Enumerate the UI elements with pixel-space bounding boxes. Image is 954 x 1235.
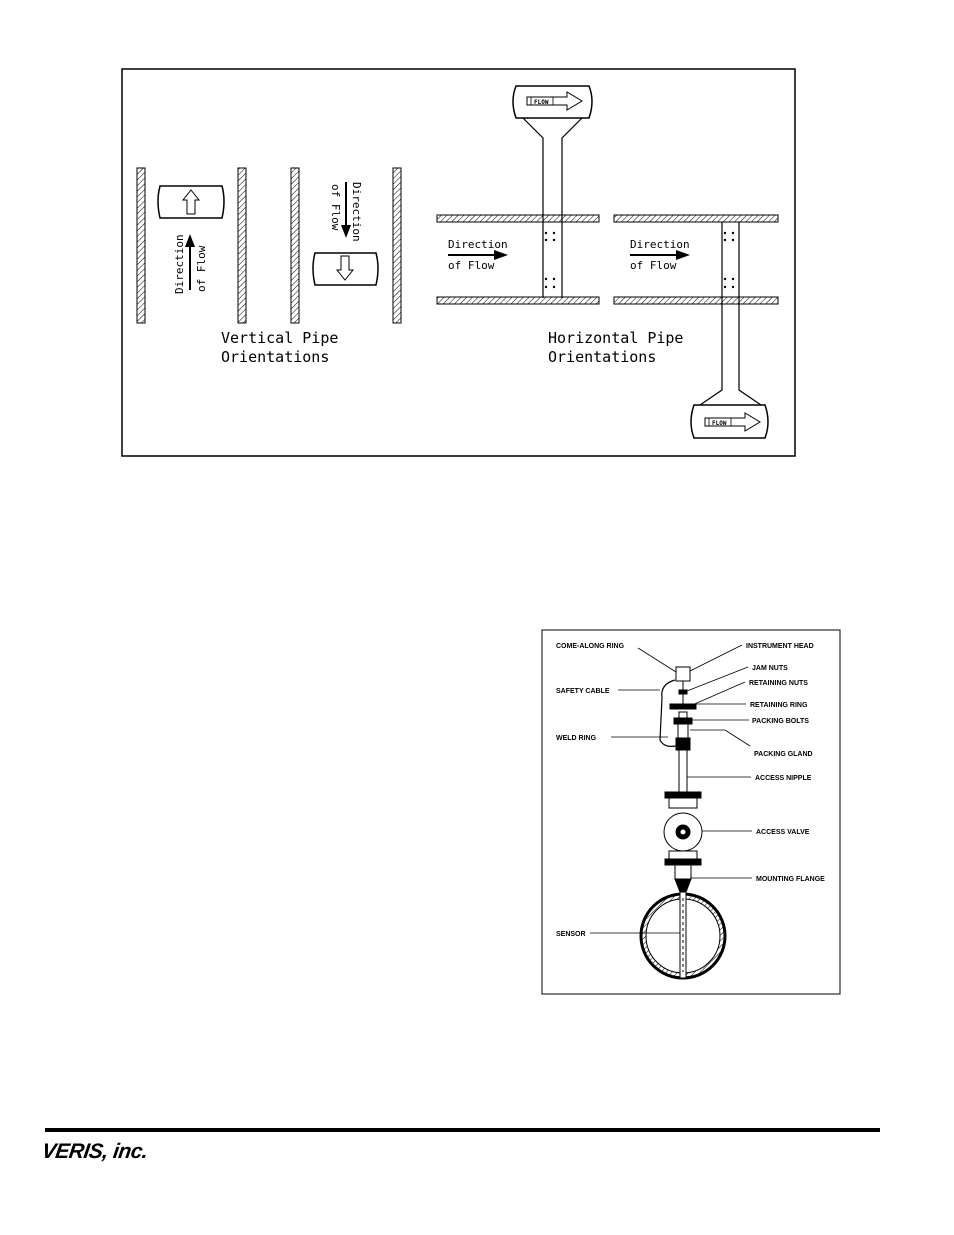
callout-access-nipple: ACCESS NIPPLE [755,775,812,782]
callout-retaining-nuts: RETAINING NUTS [749,680,808,687]
arrow-up-icon [185,234,195,290]
arrow-right-icon [448,250,508,260]
callout-sensor: SENSOR [556,931,586,938]
callout-safety-cable: SAFETY CABLE [556,688,610,695]
direction-label-h2-b: of Flow [630,259,677,272]
footer-rule [45,1128,880,1132]
pipe-wall-right-2 [392,167,402,324]
callout-access-valve: ACCESS VALVE [756,829,810,836]
hpipe1-bottom-wall [436,296,600,305]
pipe-orientation-diagram: Direction of Flow Direction of Flow Vert… [121,68,796,457]
flow-tag-top: FLOW [534,99,549,106]
hpipe1-top-wall [436,214,600,223]
direction-label-v2-b: of Flow [329,184,342,231]
safety-cable [659,679,677,747]
assembly-diagram: COME-ALONG RING INSTRUMENT HEAD JAM NUTS… [541,629,841,995]
hpipe2-bottom-wall [613,296,779,305]
callout-retaining-ring: RETAINING RING [750,702,808,709]
assembly-drawing [639,666,727,980]
meter-top-mount: FLOW [512,85,593,298]
flow-tag-bottom: FLOW [712,420,727,427]
callout-instrument-head: INSTRUMENT HEAD [746,643,814,650]
figure1-border [121,68,796,457]
direction-label-v2-a: Direction [350,182,363,242]
callout-weld-ring: WELD RING [556,735,597,742]
direction-label-v1-b: of Flow [195,245,208,292]
callout-packing-bolts: PACKING BOLTS [752,718,809,725]
hpipe2-top-wall [613,214,779,223]
instrument-head [675,666,691,682]
arrow-down-icon [341,182,351,238]
figure2-border [541,629,841,995]
meter-bottom-mount: FLOW [690,222,769,439]
callout-packing-gland: PACKING GLAND [754,751,813,758]
meter-head-down [312,252,379,286]
leader-lines [590,644,752,934]
pipe-wall-right-1 [237,167,247,324]
pipe-wall-left-1 [136,167,146,324]
vertical-label-line2: Orientations [221,348,329,366]
callout-mounting-flange: MOUNTING FLANGE [756,876,825,883]
direction-label-h1-b: of Flow [448,259,495,272]
vertical-label-line1: Vertical Pipe [221,329,338,347]
horizontal-label-line2: Orientations [548,348,656,366]
company-logo: VERIS, inc. [40,1140,150,1163]
callout-jam-nuts: JAM NUTS [752,665,788,672]
direction-label-h2-a: Direction [630,238,690,251]
meter-head-up [157,185,225,219]
callout-come-along-ring: COME-ALONG RING [556,643,625,650]
horizontal-label-line1: Horizontal Pipe [548,329,683,347]
direction-label-h1-a: Direction [448,238,508,251]
direction-label-v1-a: Direction [173,234,186,294]
pipe-wall-left-2 [290,167,300,324]
arrow-right-icon [630,250,690,260]
